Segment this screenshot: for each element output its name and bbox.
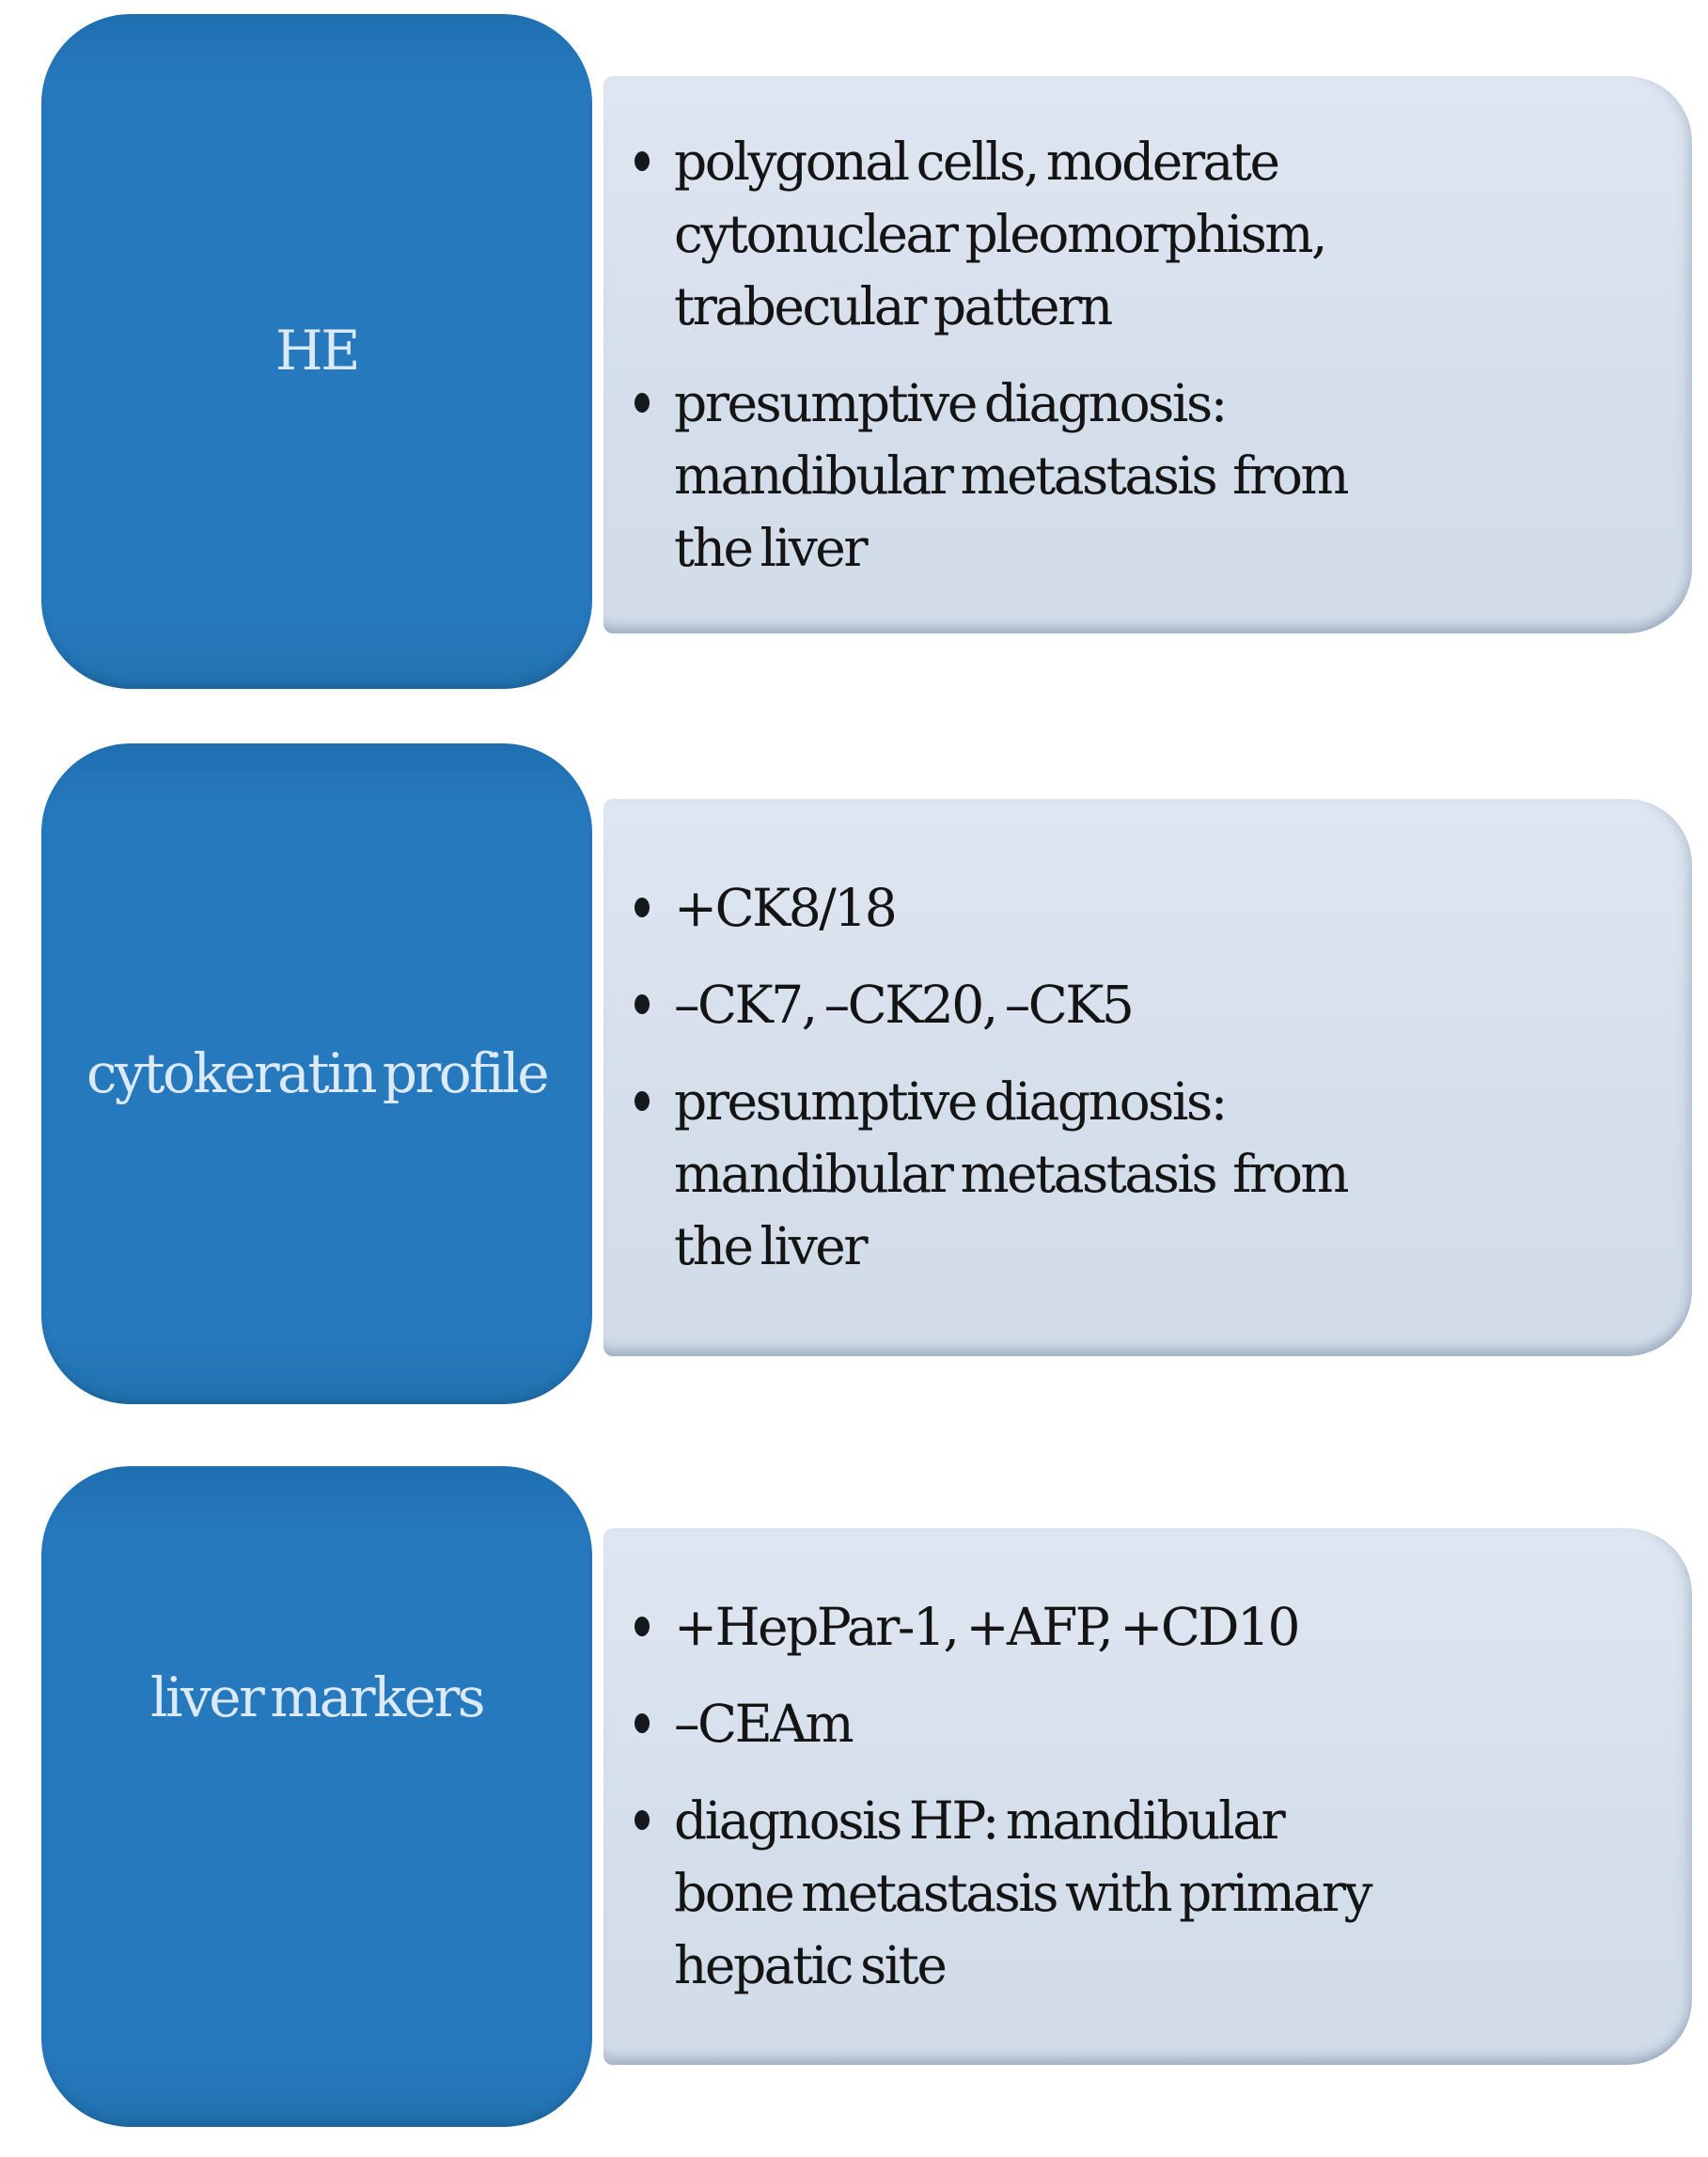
label-text-cytokeratin: cytokeratin profile: [86, 1040, 550, 1105]
bullet-item: diagnosis HP: mandibular bone metastasis…: [635, 1785, 1626, 2002]
bullet-text-ck-negative: –CK7, –CK20, –CK5: [674, 975, 1135, 1035]
bullet-icon: [635, 1091, 650, 1111]
bullet-item: –CK7, –CK20, –CK5: [635, 969, 1626, 1041]
bullet-item: –CEAm: [635, 1688, 1626, 1760]
bullet-text-liver-diagnosis: diagnosis HP: mandibular bone metastasis…: [674, 1790, 1373, 1995]
bullet-icon: [635, 994, 650, 1014]
bullet-icon: [635, 898, 650, 917]
bullet-text-ck818: +CK8/18: [674, 878, 898, 938]
bullet-item: +CK8/18: [635, 872, 1626, 945]
bullet-icon: [635, 1810, 650, 1830]
bullet-item: polygonal cells, moderate cytonuclear pl…: [635, 126, 1626, 343]
bullet-item: +HepPar-1, +AFP, +CD10: [635, 1591, 1626, 1664]
bullet-icon: [635, 392, 650, 413]
label-box-cytokeratin: cytokeratin profile: [41, 743, 592, 1404]
label-text-he: HE: [275, 319, 360, 383]
bullet-text-ck-diagnosis: presumptive diagnosis: mandibular metast…: [674, 1071, 1350, 1276]
bullet-text-he-morphology: polygonal cells, moderate cytonuclear pl…: [674, 131, 1328, 336]
bullet-icon: [635, 150, 650, 171]
label-box-he: HE: [41, 14, 592, 689]
label-text-liver-markers: liver markers: [149, 1665, 486, 1729]
label-box-liver-markers: liver markers: [41, 1466, 592, 2127]
bullet-item: presumptive diagnosis: mandibular metast…: [635, 1066, 1626, 1283]
content-box-cytokeratin: +CK8/18 –CK7, –CK20, –CK5 presumptive di…: [603, 799, 1692, 1356]
bullet-text-liver-negative: –CEAm: [674, 1694, 854, 1754]
bullet-item: presumptive diagnosis: mandibular metast…: [635, 367, 1626, 585]
content-box-liver-markers: +HepPar-1, +AFP, +CD10 –CEAm diagnosis H…: [603, 1528, 1692, 2065]
bullet-text-he-diagnosis: presumptive diagnosis: mandibular metast…: [674, 372, 1350, 578]
bullet-icon: [635, 1617, 650, 1636]
bullet-icon: [635, 1713, 650, 1733]
content-box-he: polygonal cells, moderate cytonuclear pl…: [603, 76, 1692, 633]
bullet-text-liver-positive: +HepPar-1, +AFP, +CD10: [674, 1597, 1301, 1657]
